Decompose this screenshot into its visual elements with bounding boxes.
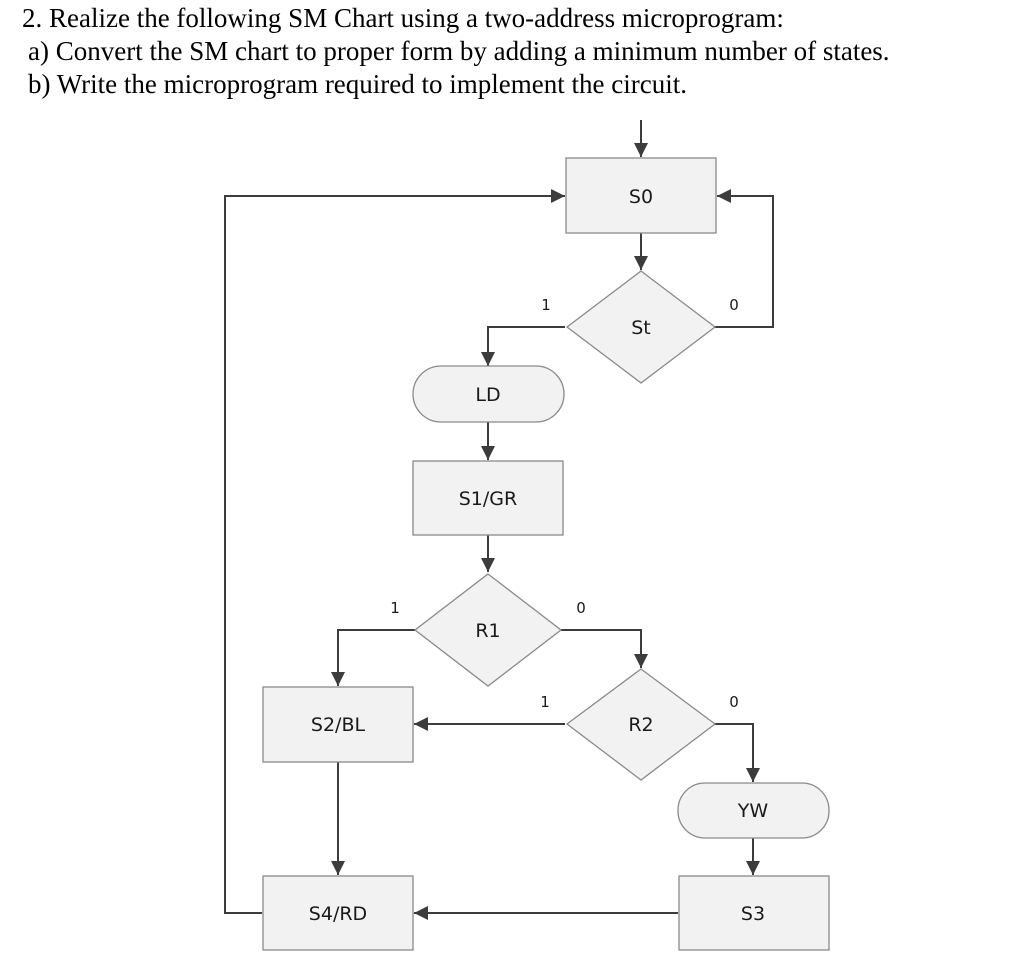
- state-label-s1: S1/GR: [459, 488, 517, 510]
- output-box-ld: LD: [412, 365, 565, 423]
- branch-label-r2-false: 0: [729, 693, 739, 711]
- decision-r1: R1: [413, 573, 563, 687]
- state-label-s0: S0: [629, 186, 653, 208]
- state-label-s3: S3: [741, 903, 765, 925]
- decision-st: St: [565, 270, 717, 384]
- s4-to-s0-loop: [224, 189, 565, 914]
- state-label-s4: S4/RD: [309, 903, 367, 925]
- state-box-s4: S4/RD: [262, 875, 414, 951]
- output-box-yw: YW: [677, 782, 830, 839]
- output-label-ld: LD: [475, 384, 500, 406]
- branch-label-r1-true: 1: [390, 599, 400, 617]
- decision-r2: R2: [565, 668, 717, 781]
- question-part-a: a) Convert the SM chart to proper form b…: [28, 36, 890, 66]
- r1-true-to-s2: [331, 629, 415, 686]
- connectors: [224, 120, 774, 920]
- state-box-s2: S2/BL: [262, 686, 414, 763]
- question-part-b: b) Write the microprogram required to im…: [28, 69, 687, 99]
- state-box-s0: S0: [565, 157, 717, 234]
- branch-label-st-true: 1: [541, 296, 551, 314]
- decision-label-r2: R2: [628, 714, 653, 736]
- state-label-s2: S2/BL: [311, 714, 366, 736]
- branch-label-r1-false: 0: [576, 599, 586, 617]
- output-label-yw: YW: [737, 800, 769, 822]
- question-text: 2. Realize the following SM Chart using …: [22, 2, 1012, 101]
- r2-false-to-yw: [713, 723, 760, 782]
- state-box-s1: S1/GR: [412, 460, 564, 536]
- r1-false-to-r2: [561, 629, 648, 668]
- question-title: 2. Realize the following SM Chart using …: [22, 3, 784, 33]
- state-box-s3: S3: [678, 875, 830, 951]
- decision-label-r1: R1: [475, 620, 500, 642]
- st-false-loop: [713, 189, 774, 328]
- branch-label-r2-true: 1: [540, 693, 550, 711]
- st-true-to-ld: [481, 326, 565, 366]
- branch-label-st-false: 0: [729, 296, 739, 314]
- decision-label-st: St: [631, 317, 651, 339]
